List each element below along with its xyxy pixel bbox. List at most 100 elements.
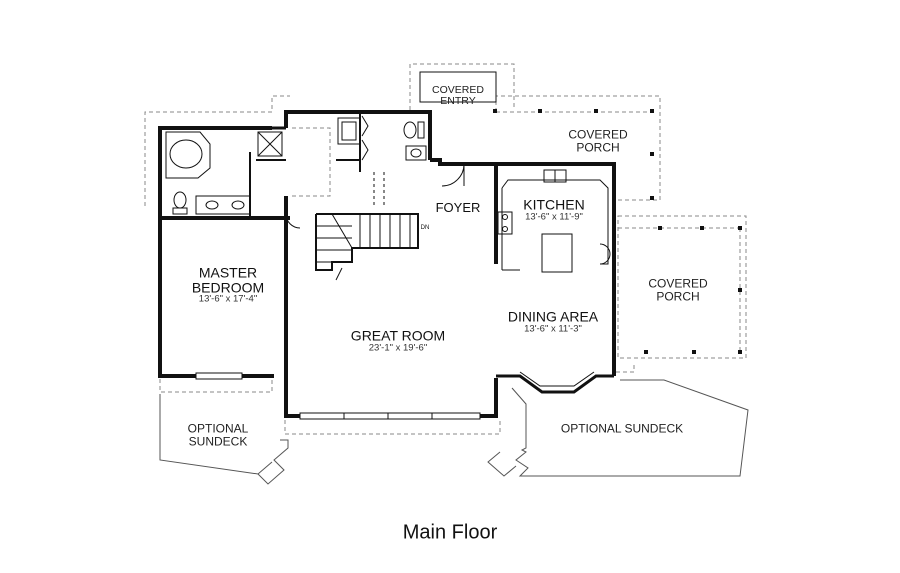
post [738,350,742,354]
cooktop [497,211,513,235]
dining-area-dims: 13'-6" x 11'-3" [524,323,582,335]
shower-pan [341,121,357,141]
covered-porch-right-label: COVERED PORCH [648,277,707,302]
post [650,196,654,200]
pantry-door [599,243,611,265]
window-mullions [343,413,433,419]
tub [165,131,211,179]
covered-porch-right-line-1: COVERED [648,276,708,291]
great-room-label: GREAT ROOM 23'-1" x 19'-6" [350,327,446,354]
powder-toilet-tank [417,121,425,139]
kitchen-label: KITCHEN 13'-6" x 11'-9" [523,196,585,223]
right-bottom-roofline [616,362,635,373]
dining-area-label: DINING AREA 13'-6" x 11'-3" [507,308,599,335]
sink [231,200,245,210]
covered-entry-outline [409,63,515,110]
great-room-window [299,412,481,420]
covered-entry-line-1: COVERED [432,83,484,96]
post [650,152,654,156]
closet-door-swing [285,213,301,229]
linen-closet-x [257,131,283,157]
toilet-bowl [173,191,187,209]
sundeck-left-line-2: SUNDECK [188,434,248,448]
stair-arrow [335,267,343,281]
sink [205,200,219,210]
bifold-door [361,139,369,161]
kitchen-fixtures [497,169,611,273]
post [738,226,742,230]
master-bedroom-wall [158,216,290,378]
dining-bay-window [496,371,614,394]
foyer-label: FOYER [435,200,481,216]
covered-entry-line-2: ENTRY [440,95,476,107]
master-bedroom-dims: 13'-6" x 17'-4" [198,293,258,305]
foyer-closet-doors [361,115,385,206]
dining-area-name: DINING AREA [507,308,599,325]
master-bedroom-line-2: BEDROOM [191,279,265,296]
bay-window-outer [496,374,614,394]
powder-sink-counter [405,145,427,161]
great-room-name: GREAT ROOM [350,327,446,344]
sundeck-right-label: OPTIONAL SUNDECK [560,421,684,436]
upper-bathroom-dashed [292,127,331,197]
covered-porch-top-line-1: COVERED [568,127,628,142]
walls [158,110,616,418]
sundeck-left-bay [257,439,289,485]
stair-down-mark: DN [420,224,430,231]
powder-toilet [403,121,417,139]
post [692,350,696,354]
covered-porch-right-outline [617,215,747,359]
kitchen-name: KITCHEN [523,196,585,213]
sundeck-left-line-1: OPTIONAL [187,421,249,436]
stair-landing-diagonal [331,213,353,249]
covered-porch-top-line-2: PORCH [576,140,620,154]
master-bath-wall [158,126,272,220]
plan-caption: Main Floor [402,521,498,544]
covered-entry-label: COVERED ENTRY [432,83,484,107]
master-bedroom-line-1: MASTER [198,264,258,281]
powder-sink [410,148,422,158]
stair-outline [315,213,419,271]
bottom-roofline [284,420,501,435]
post [738,288,742,292]
master-bath-fixtures [165,131,283,215]
bifold-door [361,115,369,137]
sundeck-right-bay [487,451,517,477]
post [644,350,648,354]
vanity-counter [195,195,251,215]
tub-basin [169,139,203,169]
kitchen-island [541,233,573,273]
bedroom-window [195,372,243,380]
foyer-door-swing [441,163,465,187]
sundeck-left-outline [159,394,273,475]
post [594,109,598,113]
entry-door [285,71,497,229]
kitchen-counter [501,179,609,265]
post [493,109,497,113]
sundeck-left-label: OPTIONAL SUNDECK [188,422,249,447]
shower [337,117,361,145]
covered-porch-right-line-2: PORCH [656,289,700,303]
sundeck-right-outline [511,379,749,477]
burner [502,214,508,220]
burner [502,226,508,232]
windows [195,372,481,420]
great-room-dims: 23'-1" x 19'-6" [368,342,428,354]
great-room-wall [284,196,498,418]
porch-posts [493,109,742,354]
master-bedroom-label: MASTER BEDROOM 13'-6" x 17'-4" [192,265,264,304]
upper-left-roofline [144,95,290,206]
staircase [315,213,419,281]
toilet-tank [172,207,188,215]
post [700,226,704,230]
post [538,109,542,113]
post [658,226,662,230]
bay-window-inner [519,371,595,387]
entry-door-frame [419,71,497,103]
kitchen-dims: 13'-6" x 11'-9" [525,211,583,223]
stair-treads [316,213,411,263]
linen-closet [257,131,283,157]
post [650,109,654,113]
powder-room-fixtures [337,117,427,161]
